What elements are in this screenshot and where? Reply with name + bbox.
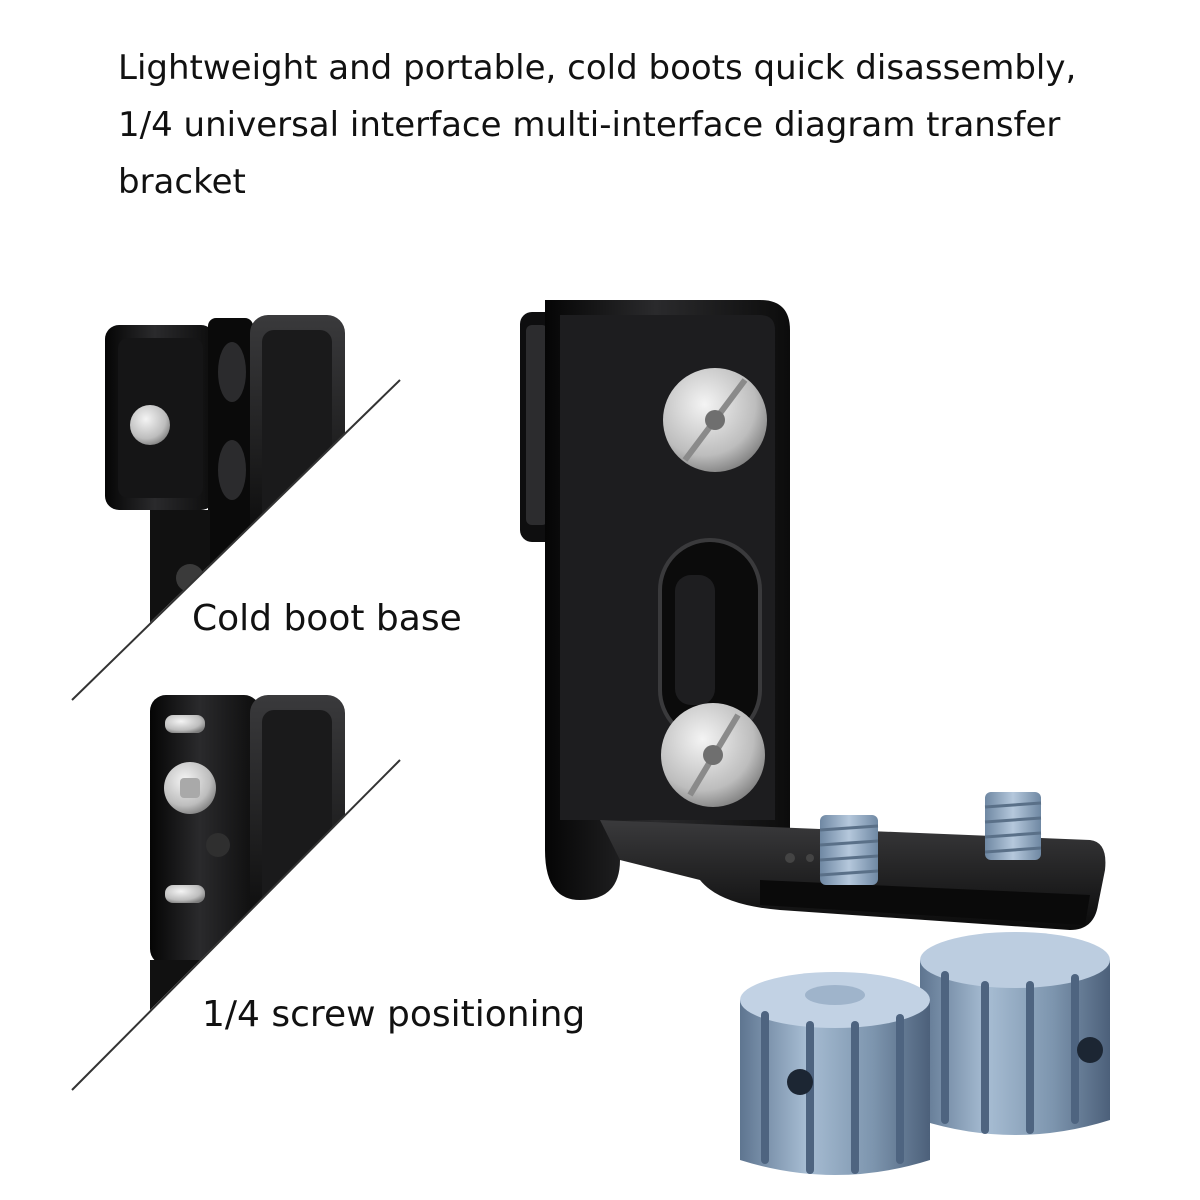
knob-left: [740, 972, 930, 1175]
l-bracket-image: [520, 300, 1110, 1175]
headline-line-2: 1/4 universal interface multi-interface …: [118, 105, 1061, 145]
headline: Lightweight and portable, cold boots qui…: [118, 40, 1158, 211]
thread-stud-right: [984, 792, 1042, 860]
screw-positioning-label: 1/4 screw positioning: [202, 994, 586, 1035]
divider-line-top: [71, 379, 401, 701]
cold-boot-detail-image: [105, 315, 345, 640]
divider-line-bottom: [71, 759, 401, 1091]
cold-boot-base-label: Cold boot base: [192, 598, 462, 639]
headline-line-1: Lightweight and portable, cold boots qui…: [118, 48, 1077, 88]
knob-right: [920, 932, 1110, 1135]
thread-stud-left: [819, 815, 879, 885]
headline-line-3: bracket: [118, 162, 246, 202]
